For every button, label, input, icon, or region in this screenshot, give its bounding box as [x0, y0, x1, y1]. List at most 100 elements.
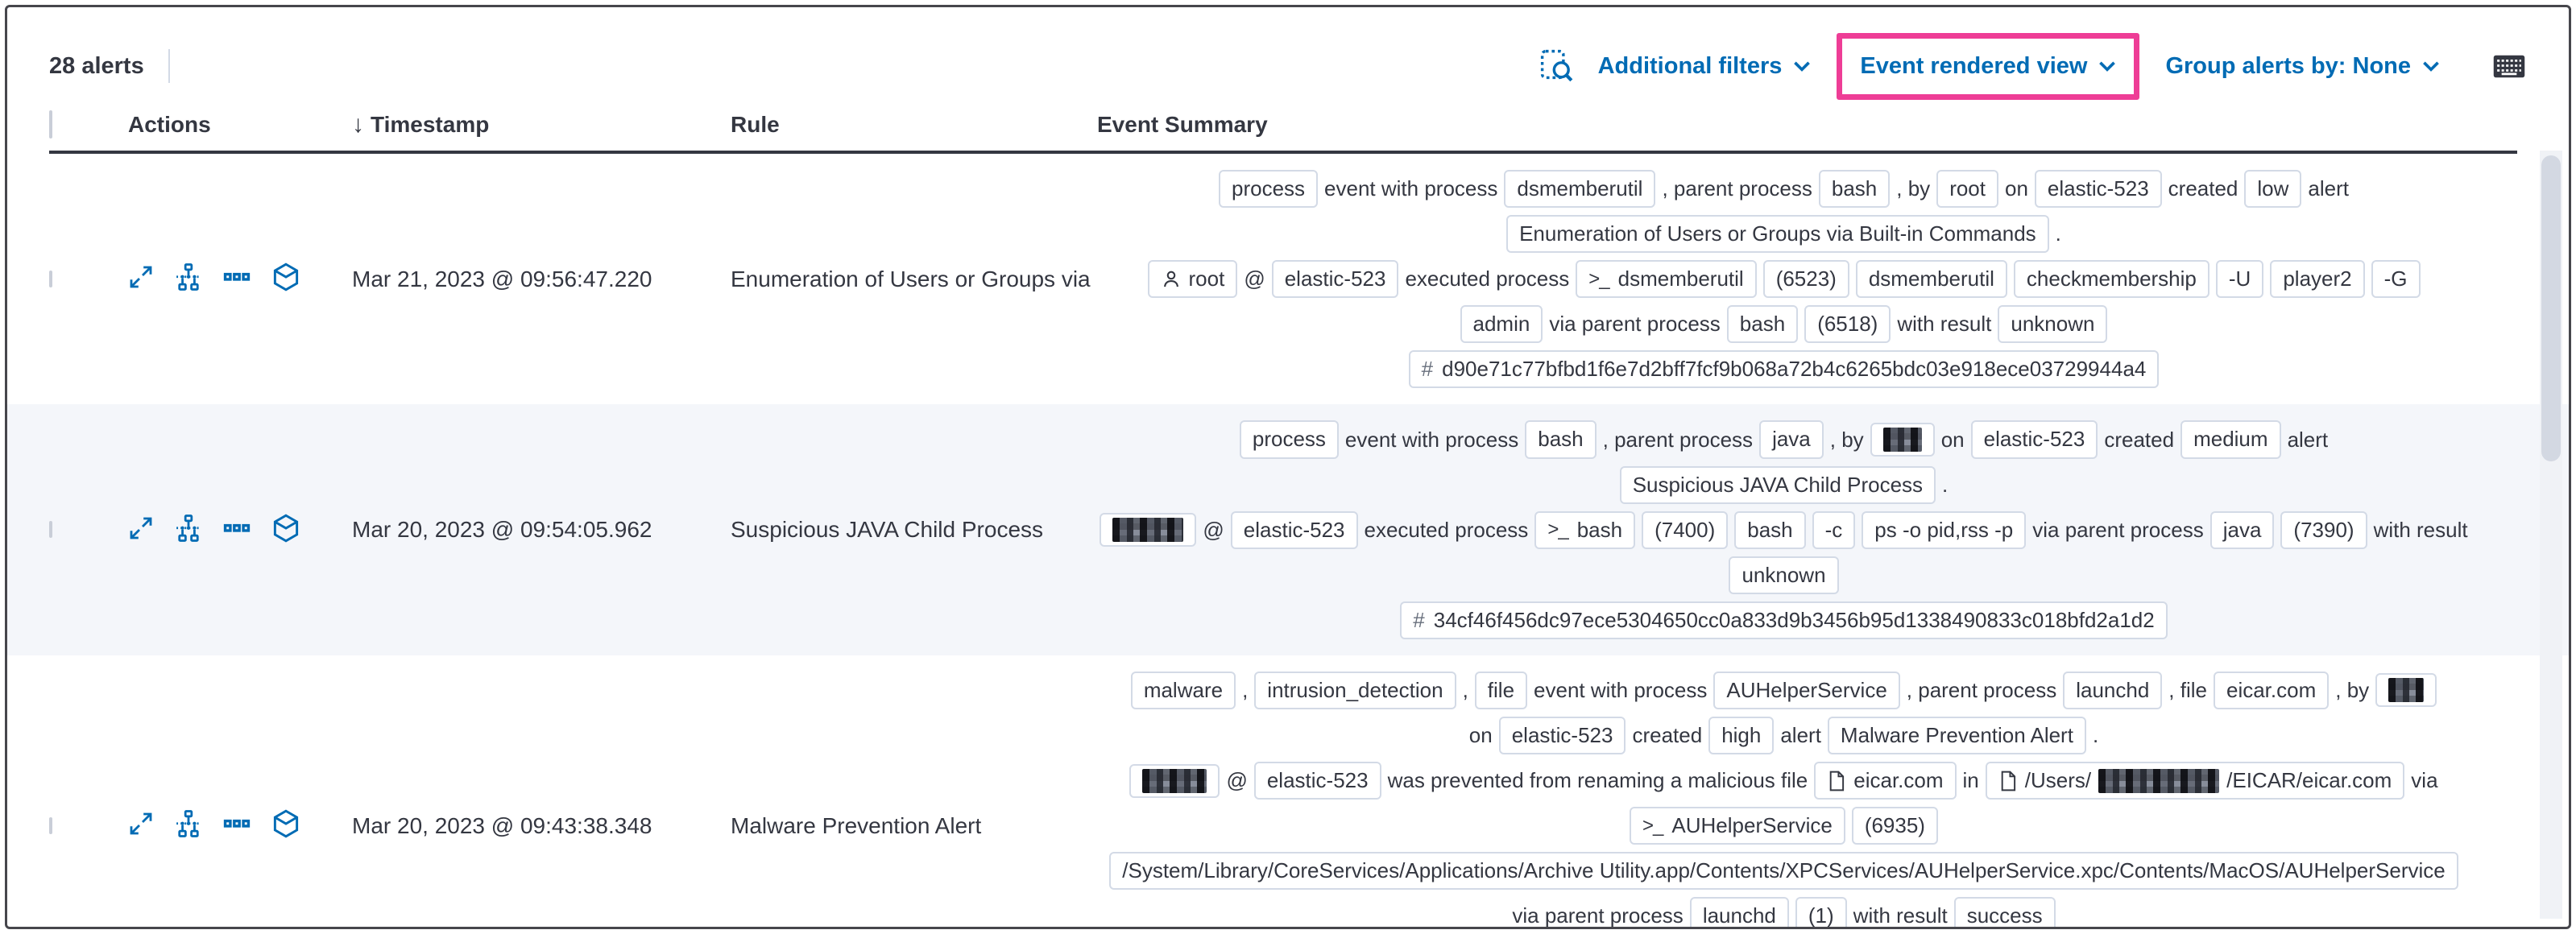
summary-badge[interactable]: dsmemberutil [1504, 170, 1656, 209]
summary-badge[interactable]: -c [1812, 510, 1856, 549]
summary-badge[interactable]: (6518) [1804, 305, 1891, 344]
hash-badge[interactable]: #34cf46f456dc97ece5304650cc0a833d9b3456b… [1400, 601, 2168, 639]
summary-badge[interactable]: dsmemberutil [1855, 260, 2007, 299]
row-checkbox[interactable] [49, 521, 52, 539]
column-header-timestamp[interactable]: ↓ Timestamp [352, 112, 731, 138]
keyboard-icon[interactable] [2491, 48, 2527, 84]
summary-badge[interactable]: (6523) [1762, 260, 1849, 299]
row-checkbox[interactable] [49, 270, 52, 287]
event-summary-line: >_AUHelperService(6935) [1630, 807, 1938, 845]
session-view-button[interactable] [271, 262, 300, 295]
summary-badge[interactable]: intrusion_detection [1254, 671, 1456, 710]
analyze-event-button[interactable] [175, 514, 202, 546]
summary-badge[interactable]: process [1239, 420, 1339, 459]
more-actions-button[interactable] [223, 263, 251, 295]
view-selector-button[interactable]: Event rendered view [1860, 53, 2116, 80]
group-alerts-by-button[interactable]: Group alerts by: None [2165, 53, 2440, 80]
summary-badge[interactable]: bash [1726, 305, 1799, 344]
select-all-checkbox[interactable] [49, 110, 52, 138]
summary-badge[interactable]: success [1953, 897, 2056, 927]
summary-badge[interactable]: elastic-523 [1230, 510, 1358, 549]
summary-badge[interactable]: (1) [1795, 897, 1847, 927]
summary-badge[interactable]: low [2244, 170, 2302, 209]
summary-badge[interactable]: unknown [1998, 305, 2108, 344]
redacted-badge[interactable] [1870, 423, 1935, 457]
redacted-badge[interactable] [1100, 513, 1197, 548]
file-path-badge[interactable]: /Users//EICAR/eicar.com [1985, 762, 2405, 800]
expand-alert-button[interactable] [128, 264, 154, 294]
user-badge[interactable]: root [1147, 260, 1238, 299]
session-view-icon [271, 514, 300, 547]
summary-badge[interactable]: medium [2180, 420, 2281, 459]
summary-badge[interactable]: launchd [2063, 671, 2163, 710]
summary-badge[interactable]: Suspicious JAVA Child Process [1619, 465, 1936, 504]
analyze-event-button[interactable] [175, 263, 202, 295]
summary-text: @ [1226, 768, 1248, 793]
redacted-badge[interactable] [1129, 763, 1220, 798]
summary-badge[interactable]: elastic-523 [1271, 260, 1399, 299]
vertical-scrollbar[interactable] [2540, 151, 2562, 919]
expand-alert-button[interactable] [128, 811, 154, 841]
summary-badge[interactable]: checkmembership [2013, 260, 2209, 299]
row-checkbox[interactable] [49, 816, 52, 834]
summary-badge[interactable]: player2 [2270, 260, 2365, 299]
summary-badge[interactable]: Enumeration of Users or Groups via Built… [1506, 215, 2049, 254]
summary-badge[interactable]: eicar.com [2213, 671, 2330, 710]
expand-alert-button[interactable] [128, 515, 154, 545]
summary-badge[interactable]: elastic-523 [1498, 717, 1626, 755]
redacted-value [2388, 678, 2425, 703]
summary-badge[interactable]: unknown [1729, 556, 1839, 594]
summary-badge[interactable]: Malware Prevention Alert [1827, 717, 2086, 755]
summary-badge[interactable]: bash [1818, 170, 1891, 209]
summary-badge[interactable]: launchd [1689, 897, 1789, 927]
process-badge[interactable]: >_AUHelperService [1630, 807, 1845, 845]
hash-badge[interactable]: #d90e71c77bfbd1f6e7d2bff7fcf9b068a72b4c6… [1408, 350, 2160, 389]
summary-badge[interactable]: (7390) [2280, 510, 2367, 549]
session-view-button[interactable] [271, 809, 300, 842]
summary-text: @ [1244, 267, 1265, 291]
redacted-badge[interactable] [2375, 673, 2437, 708]
summary-badge[interactable]: /System/Library/CoreServices/Application… [1109, 852, 2458, 891]
more-actions-button[interactable] [223, 515, 251, 546]
summary-badge[interactable]: -U [2215, 260, 2264, 299]
analyze-event-button[interactable] [175, 810, 202, 841]
summary-badge[interactable]: process [1219, 170, 1319, 209]
summary-badge[interactable]: (7400) [1642, 510, 1729, 549]
rule-cell: Suspicious JAVA Child Process [731, 517, 1044, 542]
summary-badge[interactable]: file [1474, 671, 1528, 710]
additional-filters-button[interactable]: Additional filters [1598, 53, 1812, 80]
session-view-button[interactable] [271, 514, 300, 547]
column-header-actions: Actions [128, 112, 211, 137]
summary-badge[interactable]: -G [2371, 260, 2421, 299]
timestamp-header-label: Timestamp [371, 112, 490, 137]
summary-badge[interactable]: AUHelperService [1713, 671, 1900, 710]
summary-badge[interactable]: malware [1130, 671, 1236, 710]
summary-badge[interactable]: ps -o pid,rss -p [1862, 510, 2027, 549]
summary-badge[interactable]: (6935) [1851, 807, 1938, 845]
process-badge[interactable]: >_bash [1534, 510, 1636, 549]
summary-badge[interactable]: admin [1460, 305, 1543, 344]
summary-badge[interactable]: java [2209, 510, 2275, 549]
summary-badge[interactable]: root [1936, 170, 1998, 209]
process-badge[interactable]: >_dsmemberutil [1576, 260, 1757, 299]
summary-badge[interactable]: bash [1525, 420, 1597, 459]
summary-text: was prevented from renaming a malicious … [1387, 768, 1808, 793]
summary-badge[interactable]: elastic-523 [1253, 762, 1381, 800]
file-badge[interactable]: eicar.com [1814, 762, 1957, 800]
timestamp-cell: Mar 21, 2023 @ 09:56:47.220 [352, 266, 652, 291]
inspect-icon[interactable] [1540, 49, 1574, 83]
column-header-rule: Rule [731, 112, 780, 137]
summary-badge[interactable]: java [1759, 420, 1824, 459]
summary-badge[interactable]: bash [1734, 510, 1806, 549]
more-actions-button[interactable] [223, 810, 251, 841]
summary-badge[interactable]: elastic-523 [2034, 170, 2162, 209]
summary-text: via [2411, 768, 2438, 793]
summary-text: alert [2308, 176, 2349, 201]
summary-badge[interactable]: high [1708, 717, 1775, 755]
summary-badge[interactable]: elastic-523 [1970, 420, 2098, 459]
summary-text: via parent process [1549, 312, 1721, 337]
summary-text: , [1462, 677, 1468, 702]
scrollbar-thumb[interactable] [2541, 155, 2561, 461]
